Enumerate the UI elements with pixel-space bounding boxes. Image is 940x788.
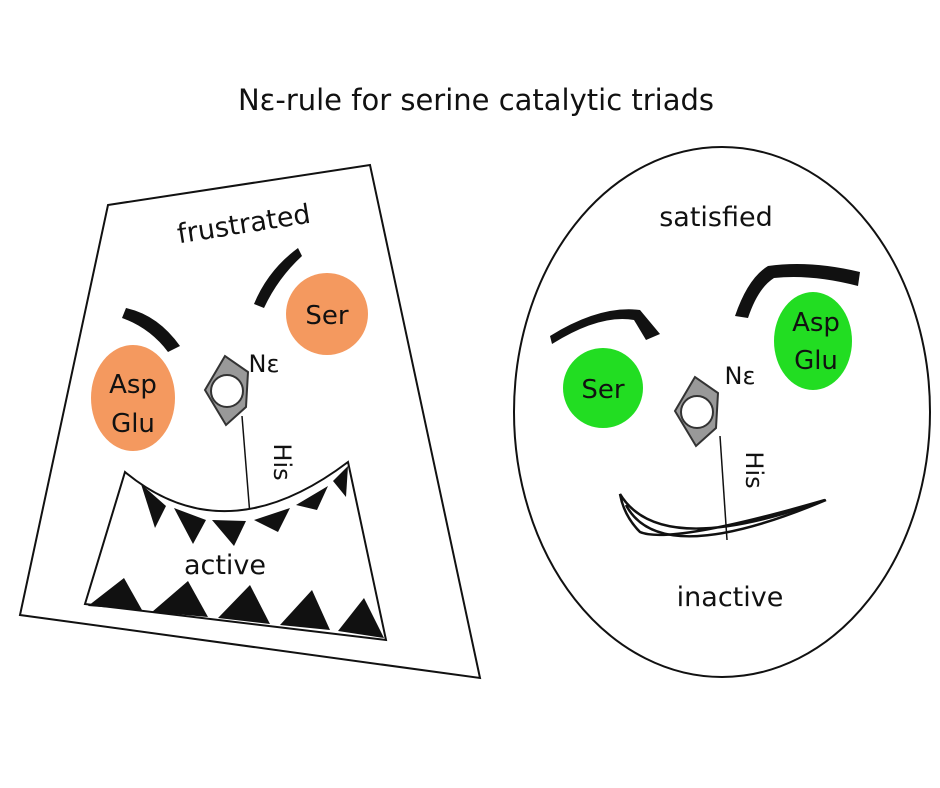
upper-tooth [296,486,328,510]
frustrated-acid-label-line1: Asp [109,370,157,400]
diagram-title: Nε-rule for serine catalytic triads [238,83,714,117]
frustrated-left-eyebrow [122,308,180,352]
satisfied-right-eyebrow [735,264,860,318]
satisfied-smile-lower-lip [624,498,827,538]
lower-tooth [88,578,142,610]
upper-tooth [212,520,246,546]
frustrated-upper-teeth [141,466,348,546]
satisfied-state-label: inactive [677,582,784,613]
lower-tooth [218,585,270,624]
frustrated-face: frustrated Ser Asp Glu Nε His [18,163,482,680]
frustrated-his-ring-hole [210,374,244,408]
satisfied-acid-label-line2: Glu [794,346,838,376]
satisfied-left-eyebrow [550,309,660,344]
satisfied-smile [618,493,826,537]
frustrated-acid-circle [91,345,175,451]
satisfied-acid-label-line1: Asp [792,308,840,338]
satisfied-acid-circle [774,292,852,390]
satisfied-ser-label: Ser [581,375,625,405]
lower-tooth [338,598,384,638]
frustrated-lower-teeth [88,578,384,638]
satisfied-his-label: His [740,451,768,488]
frustrated-acid-label-line2: Glu [111,409,155,439]
frustrated-his-n-epsilon: Nε [249,350,280,378]
upper-tooth [333,466,348,497]
frustrated-ser-label: Ser [305,301,349,331]
upper-tooth [141,484,166,528]
frustrated-his-label: His [268,443,296,480]
lower-tooth [152,581,208,617]
satisfied-mood-label: satisfied [659,202,773,233]
lower-tooth [280,590,330,630]
satisfied-his-ring-hole [680,395,714,429]
satisfied-ser-circle [563,348,643,428]
frustrated-state-label: active [184,550,266,581]
satisfied-his-sidechain [719,435,728,541]
upper-tooth [174,508,206,544]
satisfied-face: satisfied Ser Asp Glu Nε His inactive [513,146,931,678]
frustrated-ser-circle [286,273,368,355]
frustrated-right-eyebrow [254,248,302,308]
satisfied-his-n-epsilon: Nε [725,362,756,390]
upper-tooth [254,508,290,532]
satisfied-face-outline [513,146,931,678]
